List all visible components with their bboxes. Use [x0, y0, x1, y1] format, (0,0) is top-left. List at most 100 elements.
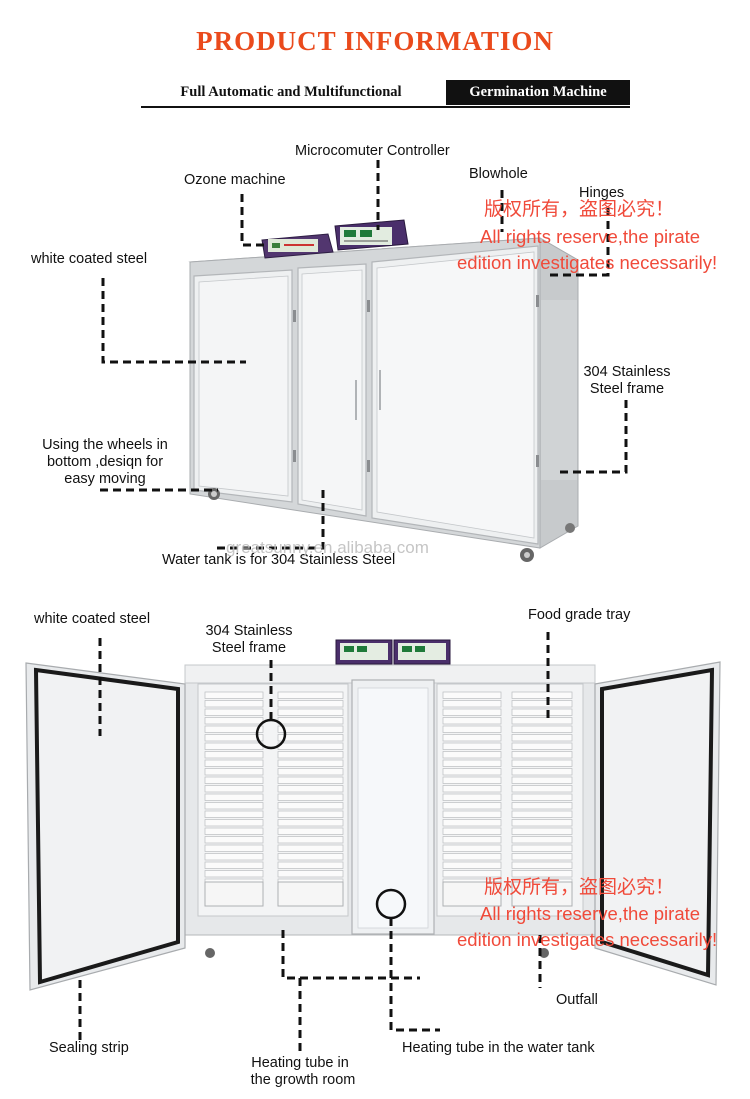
subtitle-left: Full Automatic and Multifunctional	[180, 84, 402, 100]
tray	[511, 742, 573, 750]
tray	[277, 810, 344, 818]
tray	[204, 836, 264, 844]
tray-base	[442, 881, 502, 907]
tray	[204, 717, 264, 725]
tray	[204, 785, 264, 793]
tray	[511, 700, 573, 708]
tray	[442, 759, 502, 767]
tray	[511, 708, 573, 716]
tray	[442, 785, 502, 793]
tray	[511, 751, 573, 759]
label-white-steel: white coated steel	[31, 251, 148, 267]
tray	[204, 700, 264, 708]
tray	[511, 870, 573, 878]
tray	[442, 870, 502, 878]
tray	[511, 768, 573, 776]
tray	[204, 861, 264, 869]
tray	[277, 836, 344, 844]
tray	[277, 708, 344, 716]
tray-base	[511, 881, 573, 907]
label-frame-2: Steel frame	[589, 381, 665, 397]
tray-stacks	[204, 691, 573, 907]
tray	[511, 725, 573, 733]
ozone-box-icon	[261, 233, 334, 259]
label-frame-bottom-1: 304 Stainless	[205, 623, 293, 639]
tray	[204, 768, 264, 776]
controller-box-icon	[335, 639, 451, 665]
tray	[204, 742, 264, 750]
tray	[277, 793, 344, 801]
tray	[511, 793, 573, 801]
tray	[442, 708, 502, 716]
label-heat-room-1: Heating tube in	[251, 1055, 349, 1071]
tray	[442, 691, 502, 699]
subtitle-bar	[141, 79, 630, 108]
tray	[277, 734, 344, 742]
tray	[277, 759, 344, 767]
tray	[204, 734, 264, 742]
tray	[511, 810, 573, 818]
tray	[204, 793, 264, 801]
tray	[277, 870, 344, 878]
tray	[442, 802, 502, 810]
label-wheels-1: Using the wheels in	[42, 437, 168, 453]
tray	[511, 827, 573, 835]
tray	[204, 819, 264, 827]
tray	[277, 827, 344, 835]
label-heat-room-2: the growth room	[250, 1072, 356, 1088]
label-heat-tank: Heating tube in the water tank	[402, 1040, 595, 1056]
tray	[204, 751, 264, 759]
label-water-tank: Water tank is for 304 Stainless Steel	[162, 552, 396, 568]
tray	[511, 836, 573, 844]
watermark-cn: 版权所有，盗图必究！	[484, 199, 675, 220]
tray	[442, 768, 502, 776]
tray	[511, 691, 573, 699]
tray	[442, 776, 502, 784]
tray	[442, 853, 502, 861]
tray	[277, 717, 344, 725]
label-blowhole: Blowhole	[469, 166, 528, 182]
watermark-en-bottom-2: edition investigates necessarily!	[457, 929, 718, 950]
tray	[442, 734, 502, 742]
tray	[511, 802, 573, 810]
tray	[511, 785, 573, 793]
tray	[277, 802, 344, 810]
watermark-en-1: All rights reserve,the pirate	[480, 226, 701, 247]
subtitle-right: Germination Machine	[446, 80, 630, 105]
tray	[277, 853, 344, 861]
tray	[277, 776, 344, 784]
tray	[204, 708, 264, 716]
tray	[204, 827, 264, 835]
label-white-steel-bottom: white coated steel	[34, 611, 151, 627]
watermark-cn-bottom: 版权所有，盗图必究！	[484, 877, 675, 898]
tray	[204, 844, 264, 852]
bottom-callout-lines	[78, 632, 550, 1053]
tray	[277, 785, 344, 793]
tray	[442, 844, 502, 852]
tray	[277, 844, 344, 852]
tray	[442, 700, 502, 708]
label-ozone: Ozone machine	[184, 172, 286, 188]
tray	[442, 742, 502, 750]
tray	[204, 776, 264, 784]
tray	[277, 691, 344, 699]
label-wheels-3: easy moving	[64, 471, 146, 487]
label-outfall: Outfall	[556, 992, 598, 1008]
label-frame-1: 304 Stainless	[583, 364, 671, 380]
tray	[442, 751, 502, 759]
watermark-en-2: edition investigates necessarily!	[457, 252, 718, 273]
tray-base	[277, 881, 344, 907]
tray	[511, 717, 573, 725]
tray	[511, 819, 573, 827]
tray	[204, 810, 264, 818]
tray	[204, 759, 264, 767]
tray	[442, 827, 502, 835]
page-title: PRODUCT INFORMATION	[196, 26, 554, 56]
watermark-en-bottom-1: All rights reserve,the pirate	[480, 903, 701, 924]
tray-base	[204, 881, 264, 907]
tray	[204, 853, 264, 861]
tray	[277, 725, 344, 733]
tray	[442, 836, 502, 844]
tray	[442, 861, 502, 869]
